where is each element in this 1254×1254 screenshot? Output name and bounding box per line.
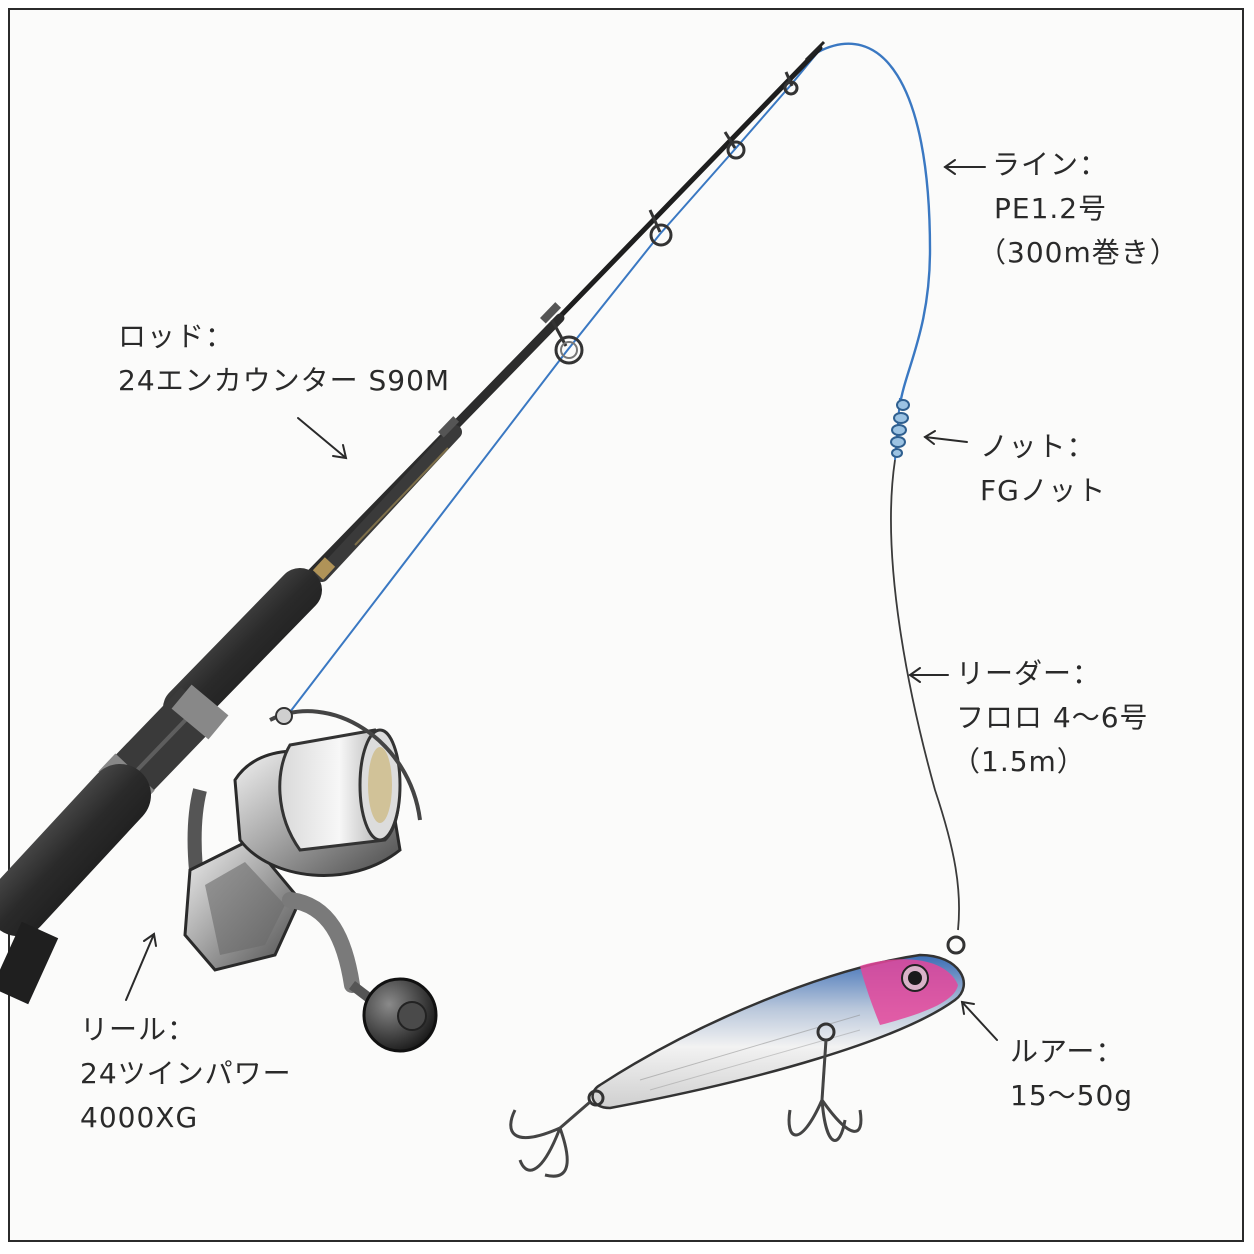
knot-arrow-icon — [923, 430, 968, 445]
leader-label-title: リーダー： — [956, 657, 1102, 690]
reel — [183, 707, 438, 1053]
rod-label-title: ロッド： — [118, 320, 235, 353]
diagram-frame — [8, 8, 1244, 1242]
knot-label-spec: FGノット — [980, 474, 1107, 507]
reel-label-model: 4000XG — [80, 1101, 199, 1134]
leader-arrow-icon — [908, 667, 949, 683]
knot-label: ノット： FGノット — [980, 425, 1106, 513]
reel-label-spec: 24ツインパワー — [80, 1057, 292, 1090]
line-label-spec: PE1.2号 — [994, 192, 1108, 225]
rod-guides — [550, 71, 799, 365]
lure-label-title: ルアー： — [1010, 1035, 1125, 1068]
reel-label-title: リール： — [80, 1013, 197, 1046]
leader-label-note: （1.5m） — [952, 745, 1086, 778]
leader-label-spec: フロロ 4～6号 — [956, 701, 1149, 734]
reel-arrow-icon — [125, 932, 157, 1001]
leader-label: リーダー： フロロ 4～6号 （1.5m） — [952, 652, 1149, 784]
line-label-title: ライン： — [992, 148, 1109, 181]
lure-label: ルアー： 15～50g — [1010, 1030, 1133, 1118]
line-arrow-icon — [943, 159, 986, 175]
rod — [0, 40, 826, 1005]
lure — [509, 935, 966, 1178]
rod-arrow-icon — [297, 417, 348, 460]
leader-line — [890, 459, 960, 931]
line-label-note: （300m巻き） — [978, 236, 1179, 269]
reel-label: リール： 24ツインパワー 4000XG — [80, 1008, 292, 1140]
lure-label-spec: 15～50g — [1010, 1079, 1134, 1112]
knot-label-title: ノット： — [980, 430, 1096, 463]
pe-line — [289, 42, 932, 713]
fg-knot-icon — [890, 397, 910, 461]
rod-label: ロッド： 24エンカウンター S90M — [118, 315, 450, 403]
lure-arrow-icon — [960, 1000, 998, 1041]
line-label: ライン： PE1.2号 （300m巻き） — [978, 143, 1179, 275]
rod-label-spec: 24エンカウンター S90M — [118, 364, 451, 397]
